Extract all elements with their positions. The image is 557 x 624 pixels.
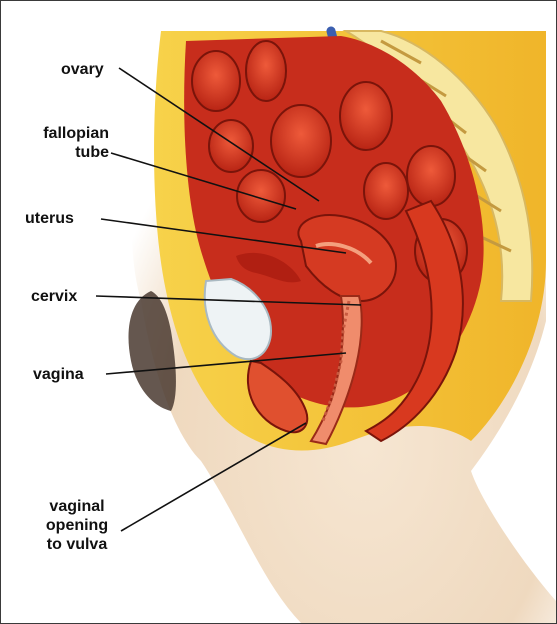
label-fallopian-tube: fallopian tube [21, 124, 109, 162]
label-vagina: vagina [33, 365, 84, 384]
label-fallopian-tube-line1: fallopian [21, 124, 109, 143]
label-vaginal-opening-line3: to vulva [21, 535, 133, 554]
label-vaginal-opening-line2: opening [21, 516, 133, 535]
label-vaginal-opening-line1: vaginal [21, 497, 133, 516]
label-fallopian-tube-line2: tube [21, 143, 109, 162]
label-cervix: cervix [31, 287, 77, 306]
label-uterus: uterus [25, 209, 74, 228]
label-vaginal-opening: vaginal opening to vulva [21, 497, 133, 554]
label-ovary: ovary [61, 60, 104, 79]
